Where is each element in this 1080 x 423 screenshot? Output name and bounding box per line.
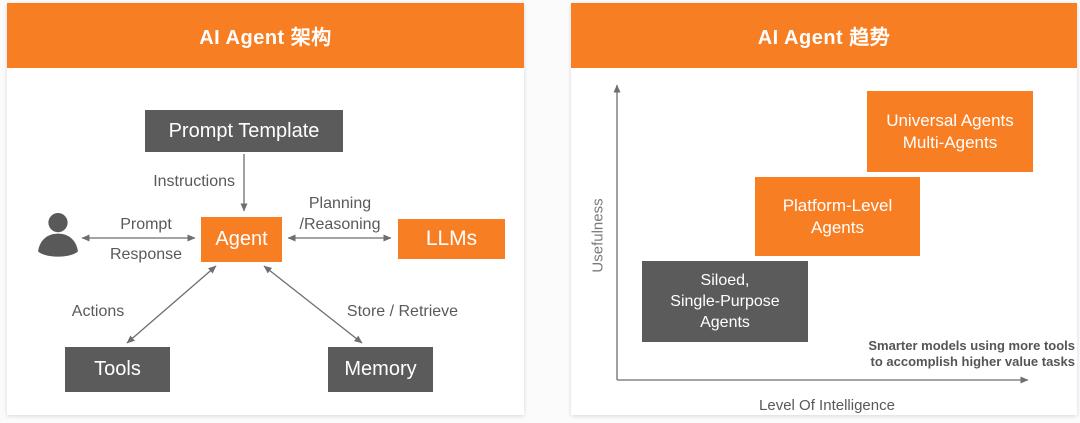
- architecture-panel-title: AI Agent 架构: [7, 3, 524, 68]
- memory-label: Memory: [344, 358, 417, 380]
- llms-node: LLMs: [398, 219, 505, 259]
- llms-label: LLMs: [425, 227, 478, 250]
- user-icon: [38, 213, 78, 257]
- prompt-template-label: Prompt Template: [168, 119, 320, 142]
- trend-annotation: Smarter models using more tools to accom…: [868, 338, 1075, 369]
- architecture-panel: AI Agent 架构: [7, 3, 524, 415]
- tools-node: Tools: [65, 347, 170, 392]
- response-label: Response: [109, 246, 183, 263]
- store-retrieve-label: Store / Retrieve: [346, 303, 459, 320]
- tools-label: Tools: [94, 358, 141, 380]
- y-axis-label: Usefulness: [589, 198, 607, 273]
- stage-siloed-agents: Siloed, Single-Purpose Agents: [642, 261, 808, 342]
- trends-panel-title: AI Agent 趋势: [571, 3, 1077, 68]
- prompt-label: Prompt: [120, 216, 172, 233]
- stage-universal-agents: Universal Agents Multi-Agents: [867, 91, 1033, 172]
- agent-label: Agent: [215, 228, 268, 250]
- agent-node: Agent: [201, 217, 282, 262]
- planning-reasoning-label: Planning /Reasoning: [299, 195, 381, 233]
- actions-label: Actions: [71, 303, 125, 320]
- x-axis-label: Level Of Intelligence: [759, 397, 895, 414]
- instructions-label: Instructions: [153, 173, 235, 190]
- memory-node: Memory: [328, 347, 433, 392]
- prompt-template-node: Prompt Template: [145, 110, 343, 152]
- stage-platform-agents: Platform-Level Agents: [755, 177, 920, 256]
